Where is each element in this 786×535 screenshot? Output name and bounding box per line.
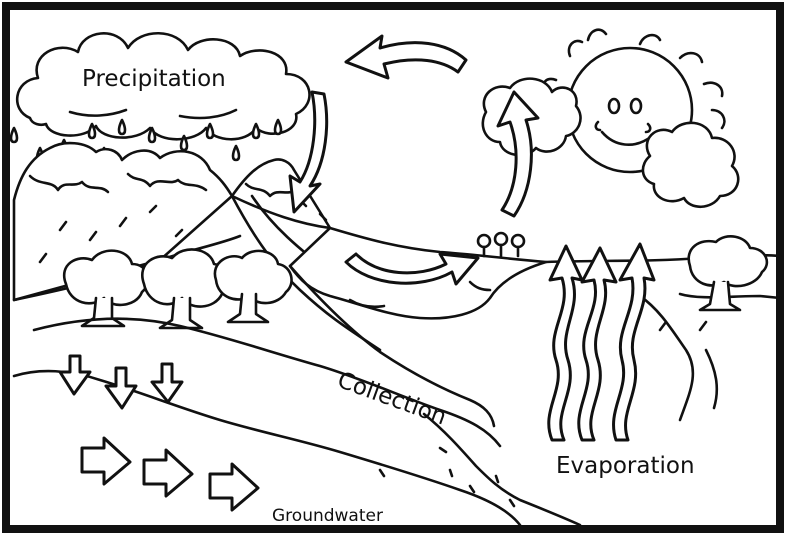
raindrop-icon: [119, 120, 125, 134]
raindrop-icon: [253, 124, 259, 138]
flowers: [478, 233, 524, 256]
raindrop-icon: [275, 120, 281, 134]
raindrop-icon: [89, 124, 95, 138]
raindrop-icon: [11, 128, 17, 142]
raindrop-icon: [207, 124, 213, 138]
trees: [64, 249, 291, 328]
label-evaporation: Evaporation: [556, 453, 695, 479]
raindrop-icon: [233, 146, 239, 160]
raindrop-icon: [149, 128, 155, 142]
raindrop-icon: [181, 136, 187, 150]
label-precipitation: Precipitation: [82, 66, 226, 92]
label-groundwater: Groundwater: [272, 506, 383, 526]
